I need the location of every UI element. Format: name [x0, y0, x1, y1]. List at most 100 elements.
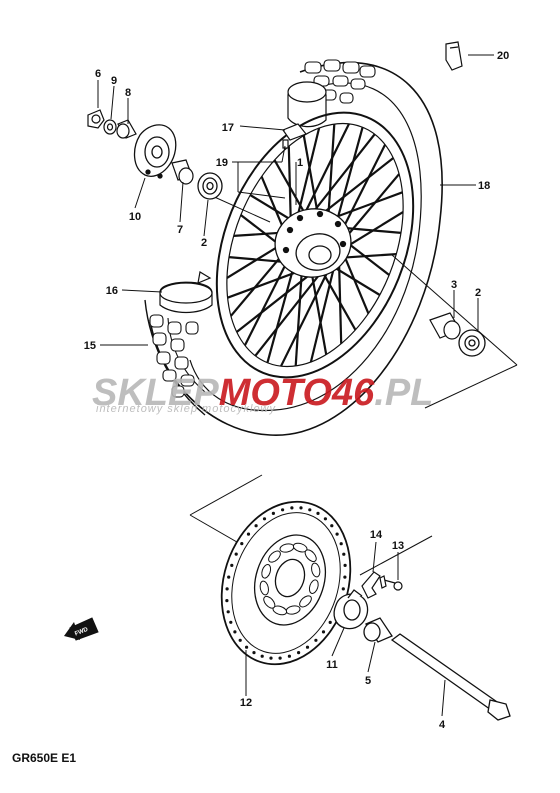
disc-window — [261, 564, 272, 579]
brake-disc-holes — [225, 506, 347, 660]
disc-hole — [225, 587, 229, 591]
callout-1: 1 — [297, 157, 303, 169]
disc-hole — [308, 508, 312, 512]
stopper-14 — [361, 571, 381, 599]
disc-window — [304, 549, 317, 563]
svg-text:SKLEPMOTO46.PL: SKLEPMOTO46.PL — [92, 372, 433, 414]
hub — [274, 208, 352, 278]
callout-9: 9 — [111, 75, 117, 87]
callout-20: 20 — [497, 50, 509, 62]
watermark-part4: .PL — [374, 372, 433, 414]
spacer-5 — [363, 617, 393, 643]
disc-window — [299, 595, 312, 608]
callout-14: 14 — [370, 529, 383, 541]
disc-hole — [290, 506, 294, 510]
callout-7: 7 — [177, 224, 183, 236]
gearbox-11 — [333, 589, 369, 630]
tire-tread-lower — [149, 314, 199, 398]
bolt-19 — [282, 139, 289, 149]
tire — [144, 61, 443, 436]
fwd-label: FWD — [74, 626, 90, 637]
callout-12: 12 — [240, 697, 252, 709]
spoke — [336, 144, 387, 240]
brake-disc — [220, 500, 352, 666]
fwd-arrow: FWD — [64, 617, 99, 641]
disc-hole — [328, 620, 332, 625]
disc-hole — [314, 638, 318, 642]
callout-4: 4 — [439, 719, 446, 731]
disc-hole — [252, 651, 256, 655]
disc-hole — [262, 517, 267, 521]
callout-8: 8 — [125, 87, 131, 99]
watermark: SKLEPMOTO46.PL internetowy sklep motocyk… — [92, 372, 433, 415]
disc-hole — [246, 532, 251, 536]
callout-10: 10 — [129, 211, 141, 223]
disc-hole — [339, 542, 343, 546]
disc-hole — [227, 575, 231, 579]
callout-19: 19 — [216, 157, 228, 169]
callout-2-left: 2 — [201, 237, 207, 249]
disc-hole — [335, 532, 339, 536]
assembly-frame — [189, 194, 518, 576]
valve-17 — [282, 123, 307, 141]
disc-hole — [297, 651, 301, 655]
disc-hole — [305, 645, 310, 649]
disc-hole — [238, 638, 242, 642]
watermark-part1: SKLEP — [92, 372, 219, 414]
disc-hole — [229, 620, 233, 624]
disc-hole — [299, 506, 303, 510]
callout-11: 11 — [326, 659, 338, 671]
gear-box-10 — [133, 124, 177, 179]
disc-hole — [260, 654, 264, 658]
spoke — [309, 264, 328, 355]
disc-hole — [233, 630, 237, 634]
disc-hole — [281, 508, 285, 512]
tube-section-lower — [159, 271, 213, 314]
brake-disc-windows — [259, 542, 321, 616]
callout-17: 17 — [222, 122, 234, 134]
disc-window — [311, 562, 321, 578]
disc-hole — [225, 599, 229, 603]
disc-hole — [271, 511, 275, 515]
bolt-13 — [379, 575, 403, 591]
watermark-part3: 46 — [331, 372, 375, 414]
callout-2-right: 2 — [475, 287, 481, 299]
callout-3: 3 — [451, 279, 457, 291]
disc-hole — [234, 552, 238, 556]
bearing-2-right — [458, 329, 486, 357]
disc-hole — [342, 552, 346, 556]
spacer-3 — [429, 312, 461, 340]
disc-hole — [343, 563, 347, 568]
nut-6 — [87, 109, 105, 129]
callout-18: 18 — [478, 180, 490, 192]
callout-15: 15 — [84, 340, 96, 352]
spoke — [294, 261, 304, 366]
disc-hole — [330, 524, 334, 528]
axle-4 — [390, 633, 511, 721]
tire-tread-upper — [304, 59, 376, 104]
disc-hole — [343, 575, 347, 579]
disc-hole — [269, 656, 273, 660]
callout-13: 13 — [392, 540, 404, 552]
disc-hole — [323, 517, 327, 521]
spacer-7 — [171, 159, 194, 185]
leader-lines — [97, 54, 494, 717]
tube-section-upper — [287, 81, 327, 128]
callout-16: 16 — [106, 285, 118, 297]
bearing-2-left — [197, 172, 223, 200]
disc-hole — [278, 656, 282, 660]
disc-hole — [254, 524, 258, 528]
valve-cap-20 — [445, 41, 463, 71]
callouts: 6 9 8 10 7 2 17 19 1 20 18 3 2 16 15 14 … — [84, 50, 510, 731]
disc-window — [259, 580, 269, 596]
model-label: GR650E E1 — [12, 751, 76, 765]
watermark-part2: MOTO — [219, 372, 332, 414]
washer-9 — [103, 119, 117, 135]
callout-5: 5 — [365, 675, 371, 687]
disc-window — [308, 579, 319, 594]
collar-8 — [116, 119, 137, 139]
watermark-tagline: internetowy sklep motocyklowy — [96, 403, 277, 415]
disc-hole — [321, 630, 326, 634]
